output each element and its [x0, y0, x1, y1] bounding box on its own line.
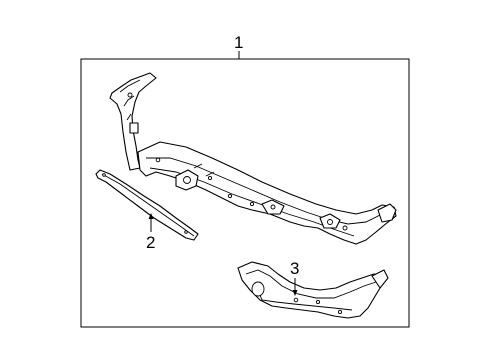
callout-2-label: 2 — [146, 233, 155, 252]
callout-3-label: 3 — [290, 259, 299, 278]
part-1-upper-tie-bar — [109, 72, 397, 245]
callout-3-arrowhead — [292, 290, 298, 296]
diagram-frame — [80, 58, 410, 328]
callout-2-arrowhead — [148, 213, 154, 219]
callout-1-label: 1 — [234, 33, 243, 52]
part-2-strip — [95, 169, 199, 241]
part-3-lower-support — [237, 261, 389, 319]
